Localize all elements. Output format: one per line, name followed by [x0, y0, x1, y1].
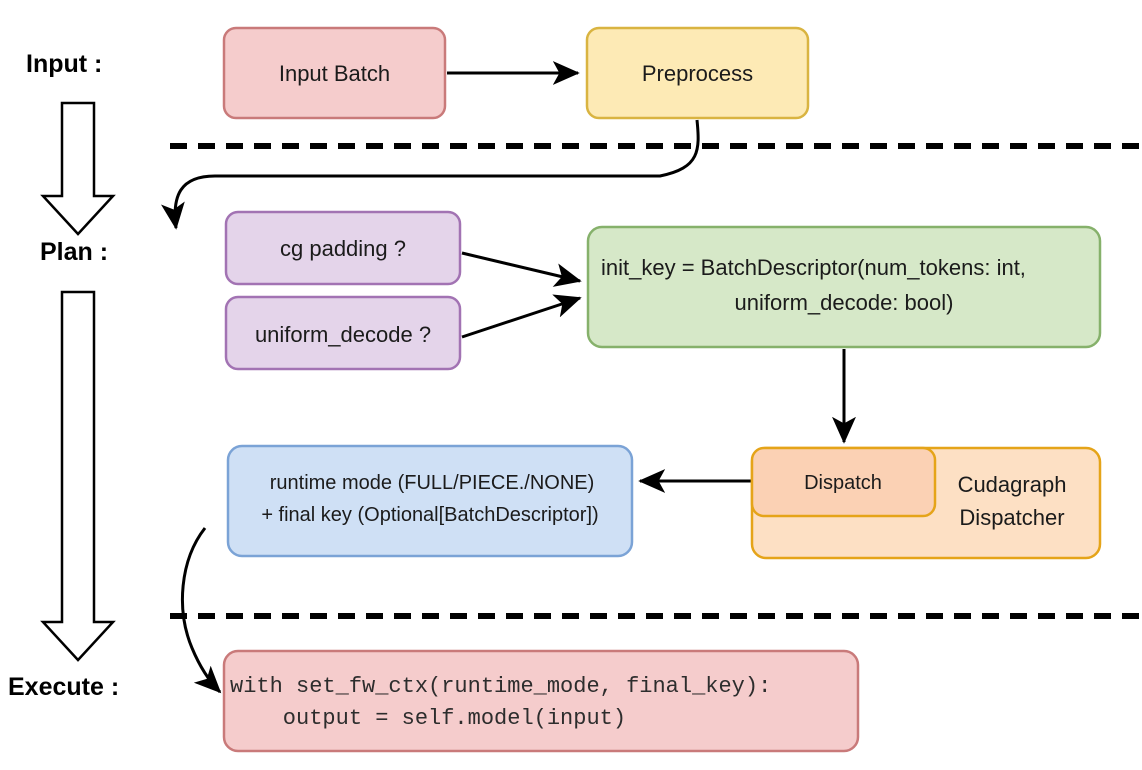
execute-code-line1: with set_fw_ctx(runtime_mode, final_key)… [230, 674, 771, 699]
input-batch-box[interactable] [222, 26, 447, 120]
execute-code-line2: output = self.model(input) [230, 706, 626, 731]
dispatch-label: Dispatch [804, 472, 882, 494]
stage-label-input: Input : [26, 50, 102, 78]
node-runtime-mode[interactable]: runtime mode (FULL/PIECE./NONE) + final … [226, 444, 634, 558]
runtime-mode-label-line1: runtime mode (FULL/PIECE./NONE) [270, 472, 595, 494]
preprocess-box[interactable] [585, 26, 810, 120]
node-input-batch[interactable]: Input Batch [222, 26, 447, 120]
node-preprocess[interactable]: Preprocess [585, 26, 810, 120]
input-batch-label: Input Batch [279, 61, 390, 86]
init-key-box[interactable] [586, 225, 1102, 349]
init-key-label-line2: uniform_decode: bool) [735, 290, 954, 315]
uniform-decode-box[interactable] [224, 295, 462, 371]
input-to-plan-arrow [40, 101, 116, 236]
cg-padding-box[interactable] [224, 210, 462, 286]
uniform-decode-label: uniform_decode ? [255, 322, 431, 347]
cudagraph-dispatcher-label-line2: Dispatcher [959, 505, 1064, 530]
edge-runtime-mode-to-execute-code [180, 527, 222, 694]
stage-label-execute: Execute : [8, 673, 119, 701]
dispatch-box[interactable] [750, 446, 937, 518]
cudagraph-dispatcher-label-line1: Cudagraph [958, 472, 1067, 497]
node-uniform-decode[interactable]: uniform_decode ? [224, 295, 462, 371]
init-key-label-line1: init_key = BatchDescriptor(num_tokens: i… [601, 255, 1026, 280]
runtime-mode-label-line2: + final key (Optional[BatchDescriptor]) [261, 504, 598, 526]
edge-cg-padding-to-init-key [461, 251, 582, 287]
execute-code-box[interactable] [222, 649, 860, 753]
preprocess-label: Preprocess [642, 61, 753, 86]
stage-label-plan: Plan : [40, 238, 108, 266]
edge-uniform-decode-to-init-key [461, 294, 582, 339]
cg-padding-label: cg padding ? [280, 236, 406, 261]
node-cg-padding[interactable]: cg padding ? [224, 210, 462, 286]
plan-to-execute-arrow [40, 290, 116, 662]
node-init-key[interactable]: init_key = BatchDescriptor(num_tokens: i… [586, 225, 1102, 349]
edge-preprocess-to-cg-padding [160, 119, 700, 230]
node-dispatch[interactable]: Dispatch [750, 446, 937, 518]
runtime-mode-box[interactable] [226, 444, 634, 558]
node-execute-code[interactable]: with set_fw_ctx(runtime_mode, final_key)… [222, 649, 860, 753]
